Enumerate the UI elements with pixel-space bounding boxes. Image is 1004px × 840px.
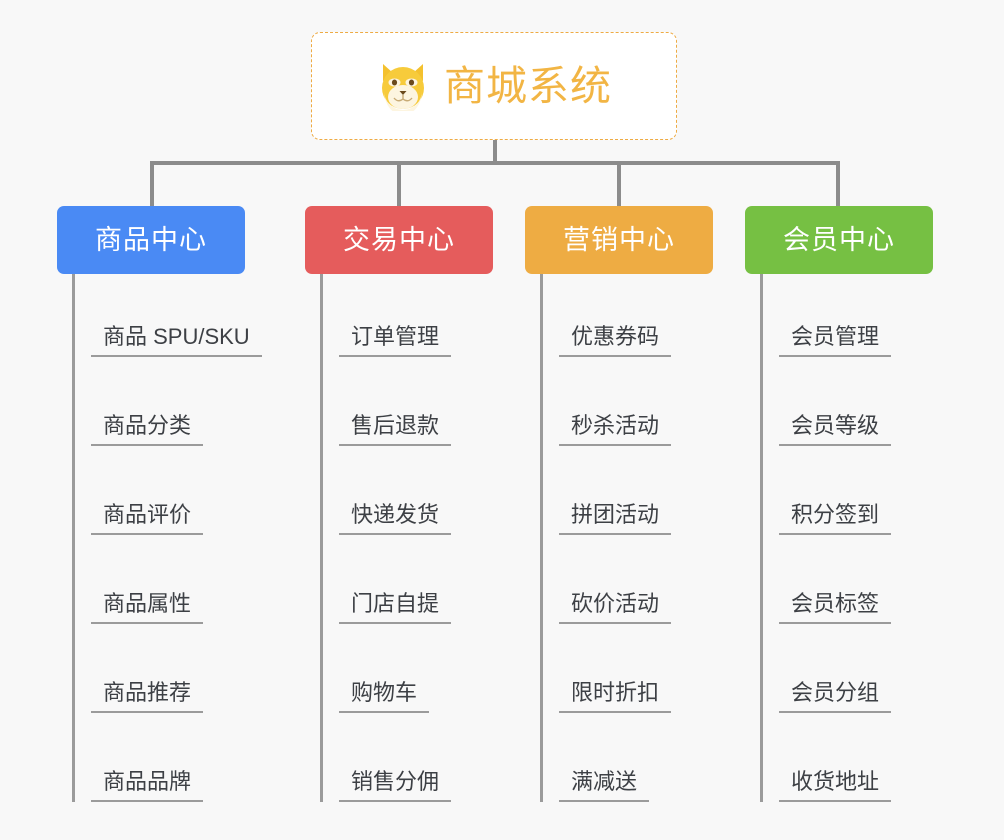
leaf-label: 订单管理 bbox=[339, 323, 452, 357]
list-item[interactable]: 积分签到 bbox=[779, 446, 933, 535]
list-item[interactable]: 会员分组 bbox=[779, 624, 933, 713]
leaf-label: 购物车 bbox=[339, 679, 430, 713]
list-item[interactable]: 销售分佣 bbox=[339, 713, 493, 802]
connector-drop-4 bbox=[836, 161, 840, 208]
list-item[interactable]: 商品属性 bbox=[91, 535, 245, 624]
connector-drop-3 bbox=[617, 161, 621, 208]
list-item[interactable]: 会员管理 bbox=[779, 274, 933, 357]
list-item[interactable]: 购物车 bbox=[339, 624, 493, 713]
branch-header-1[interactable]: 商品中心 bbox=[57, 206, 245, 274]
list-item[interactable]: 售后退款 bbox=[339, 357, 493, 446]
branch-label-4: 会员中心 bbox=[783, 224, 895, 255]
branch-column-2: 交易中心 订单管理 售后退款 快递发货 门店自提 购物车 销售分佣 bbox=[305, 206, 493, 802]
branch-label-2: 交易中心 bbox=[343, 224, 455, 255]
leaf-label: 砍价活动 bbox=[559, 590, 672, 624]
list-item[interactable]: 满减送 bbox=[559, 713, 713, 802]
leaf-label: 收货地址 bbox=[779, 768, 892, 802]
list-item[interactable]: 会员标签 bbox=[779, 535, 933, 624]
list-item[interactable]: 商品 SPU/SKU bbox=[91, 274, 262, 357]
branch-header-2[interactable]: 交易中心 bbox=[305, 206, 493, 274]
list-item[interactable]: 拼团活动 bbox=[559, 446, 713, 535]
branch-column-4: 会员中心 会员管理 会员等级 积分签到 会员标签 会员分组 收货地址 bbox=[745, 206, 933, 802]
root-title: 商城系统 bbox=[444, 62, 612, 109]
connector-drop-1 bbox=[150, 161, 154, 208]
branch-items-1: 商品 SPU/SKU 商品分类 商品评价 商品属性 商品推荐 商品品牌 bbox=[72, 274, 262, 802]
branch-header-4[interactable]: 会员中心 bbox=[745, 206, 933, 274]
leaf-label: 销售分佣 bbox=[339, 768, 452, 802]
shiba-dog-face-icon bbox=[382, 64, 424, 111]
leaf-label: 商品品牌 bbox=[91, 768, 204, 802]
connector-horizontal-bus bbox=[150, 161, 838, 165]
list-item[interactable]: 商品品牌 bbox=[91, 713, 245, 802]
leaf-label: 优惠券码 bbox=[559, 323, 672, 357]
leaf-label: 满减送 bbox=[559, 768, 650, 802]
leaf-label: 商品 SPU/SKU bbox=[91, 323, 262, 357]
branch-items-3: 优惠券码 秒杀活动 拼团活动 砍价活动 限时折扣 满减送 bbox=[540, 274, 713, 802]
branch-column-1: 商品中心 商品 SPU/SKU 商品分类 商品评价 商品属性 商品推荐 商品品牌 bbox=[57, 206, 262, 802]
connector-drop-2 bbox=[397, 161, 401, 208]
branch-items-2: 订单管理 售后退款 快递发货 门店自提 购物车 销售分佣 bbox=[320, 274, 493, 802]
leaf-label: 商品评价 bbox=[91, 501, 204, 535]
list-item[interactable]: 限时折扣 bbox=[559, 624, 713, 713]
connector-root-stem bbox=[493, 140, 497, 165]
list-item[interactable]: 收货地址 bbox=[779, 713, 933, 802]
root-node[interactable]: 商城系统 bbox=[311, 32, 677, 140]
list-item[interactable]: 商品推荐 bbox=[91, 624, 245, 713]
leaf-label: 限时折扣 bbox=[559, 679, 672, 713]
leaf-label: 会员管理 bbox=[779, 323, 892, 357]
leaf-label: 会员标签 bbox=[779, 590, 892, 624]
list-item[interactable]: 砍价活动 bbox=[559, 535, 713, 624]
leaf-label: 会员分组 bbox=[779, 679, 892, 713]
list-item[interactable]: 商品分类 bbox=[91, 357, 245, 446]
branch-items-4: 会员管理 会员等级 积分签到 会员标签 会员分组 收货地址 bbox=[760, 274, 933, 802]
list-item[interactable]: 快递发货 bbox=[339, 446, 493, 535]
leaf-label: 拼团活动 bbox=[559, 501, 672, 535]
leaf-label: 秒杀活动 bbox=[559, 412, 672, 446]
branch-header-3[interactable]: 营销中心 bbox=[525, 206, 713, 274]
list-item[interactable]: 商品评价 bbox=[91, 446, 245, 535]
list-item[interactable]: 秒杀活动 bbox=[559, 357, 713, 446]
branch-label-1: 商品中心 bbox=[95, 224, 207, 255]
list-item[interactable]: 优惠券码 bbox=[559, 274, 713, 357]
list-item[interactable]: 会员等级 bbox=[779, 357, 933, 446]
leaf-label: 商品分类 bbox=[91, 412, 204, 446]
leaf-label: 商品推荐 bbox=[91, 679, 204, 713]
leaf-label: 会员等级 bbox=[779, 412, 892, 446]
branch-label-3: 营销中心 bbox=[563, 224, 675, 255]
leaf-label: 快递发货 bbox=[339, 501, 452, 535]
list-item[interactable]: 订单管理 bbox=[339, 274, 493, 357]
branch-column-3: 营销中心 优惠券码 秒杀活动 拼团活动 砍价活动 限时折扣 满减送 bbox=[525, 206, 713, 802]
leaf-label: 售后退款 bbox=[339, 412, 452, 446]
list-item[interactable]: 门店自提 bbox=[339, 535, 493, 624]
leaf-label: 门店自提 bbox=[339, 590, 452, 624]
leaf-label: 积分签到 bbox=[779, 501, 892, 535]
leaf-label: 商品属性 bbox=[91, 590, 204, 624]
